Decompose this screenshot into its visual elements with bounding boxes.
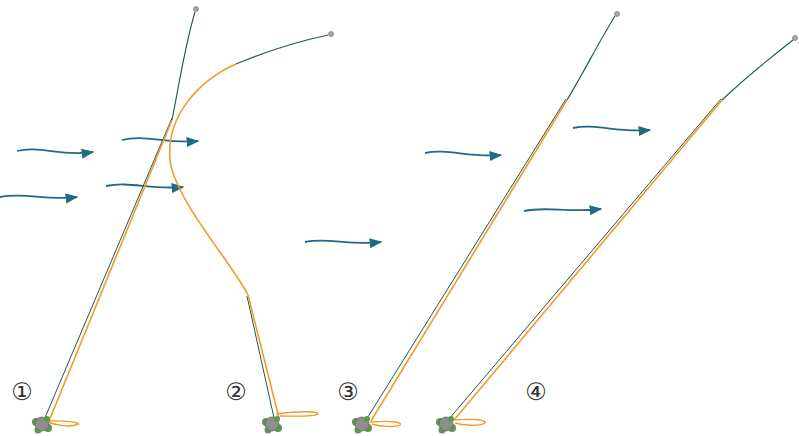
callout-number: ① [11,380,33,404]
anchor [262,416,282,434]
tether-2 [170,32,334,419]
tether-3 [366,12,620,427]
callout-number: ④ [525,380,547,404]
flow-arrows [0,127,650,243]
tether-1 [44,7,199,426]
callout-number: ② [225,380,247,404]
anchor [32,416,52,434]
anchor [436,416,456,434]
tether-4 [449,36,798,426]
anchor [352,416,372,434]
callout-number: ③ [337,380,359,404]
